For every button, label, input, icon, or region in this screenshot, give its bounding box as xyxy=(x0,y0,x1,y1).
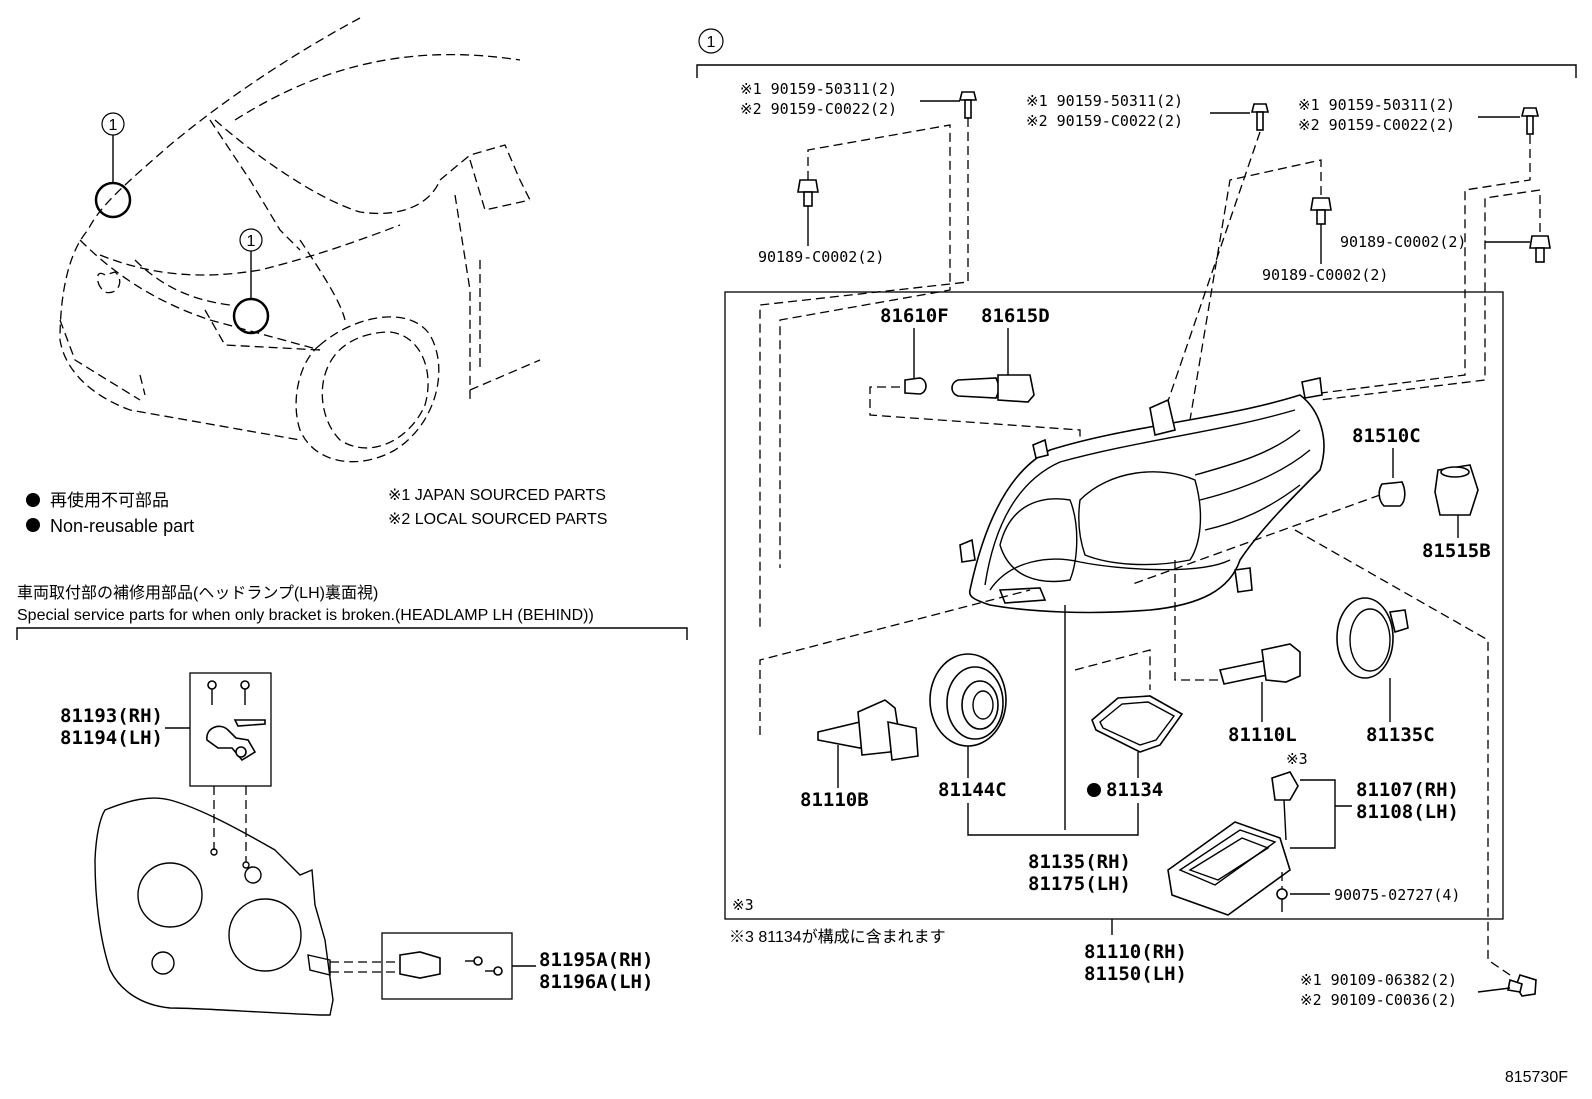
headlamp-rh-circle xyxy=(94,181,132,219)
legend-non-reusable-jp: 再使用不可部品 xyxy=(50,490,169,510)
legend-non-reusable-en: Non-reusable part xyxy=(50,516,194,536)
clip-icon xyxy=(1529,235,1551,263)
headlamp-back-hole xyxy=(137,862,203,928)
part-label-81150: 81150(LH) xyxy=(1084,963,1187,985)
cover-ring-icon xyxy=(929,653,1007,747)
bulb-socket-icon xyxy=(1434,464,1479,516)
headlamp-back-hole xyxy=(244,866,262,884)
part-label-81175: 81175(LH) xyxy=(1028,873,1131,895)
bolt-icon xyxy=(1507,974,1537,997)
part-label-81110B: 81110B xyxy=(800,789,869,811)
halogen-bulb-icon xyxy=(817,699,919,761)
ballast-icon xyxy=(1167,771,1299,916)
non-reusable-bullet xyxy=(26,493,40,507)
part-label-bolt-mid-1: ※1 90159-50311(2) xyxy=(1026,92,1183,110)
headlamp-assembly xyxy=(959,377,1325,830)
part-label-81134: 81134 xyxy=(1106,779,1163,801)
part-label-bolt-left-1: ※1 90159-50311(2) xyxy=(740,80,897,98)
hid-bulb-icon xyxy=(1218,643,1301,685)
part-label-bolt-right-2: ※2 90159-C0022(2) xyxy=(1298,116,1455,134)
non-reusable-bullet xyxy=(26,518,40,532)
part-label-bolt-mid-2: ※2 90159-C0022(2) xyxy=(1026,112,1183,130)
part-label-81144C: 81144C xyxy=(938,779,1007,801)
bracket-clip-icon xyxy=(399,951,503,979)
diagram-id: 815730F xyxy=(1505,1069,1568,1086)
part-label-bolt-right-1: ※1 90159-50311(2) xyxy=(1298,96,1455,114)
legend-note-japan: ※1 JAPAN SOURCED PARTS xyxy=(388,487,606,504)
vehicle-front-illustration: 1 1 xyxy=(59,17,541,463)
assembly-frame xyxy=(724,291,1504,920)
part-label-81610F: 81610F xyxy=(880,305,949,327)
headlamp-lh-circle xyxy=(232,297,270,335)
part-label-81510C: 81510C xyxy=(1352,425,1421,447)
bulb-socket-icon xyxy=(951,374,1035,403)
part-label-81135: 81135(RH) xyxy=(1028,851,1131,873)
part-label-bottom-bolt-1: ※1 90109-06382(2) xyxy=(1300,971,1457,989)
callout-marker xyxy=(239,228,263,252)
part-label-81107: 81107(RH) xyxy=(1356,779,1459,801)
bracket-title-en: Special service parts for when only brac… xyxy=(17,607,594,624)
bracket-section: 車両取付部の補修用部品(ヘッドランプ(LH)裏面視) Special servi… xyxy=(16,583,688,1016)
legend-note-local: ※2 LOCAL SOURCED PARTS xyxy=(388,511,607,528)
legend: 再使用不可部品 Non-reusable part ※1 JAPAN SOURC… xyxy=(26,487,607,536)
bolt-icon xyxy=(1250,103,1270,131)
bolt-icon xyxy=(1520,107,1540,135)
non-reusable-bullet xyxy=(1087,783,1101,797)
clip-icon xyxy=(1310,197,1332,225)
part-label-90075: 90075-02727(4) xyxy=(1334,886,1460,904)
callout-text: 1 xyxy=(707,34,716,51)
part-label-81108: 81108(LH) xyxy=(1356,801,1459,823)
part-label-81194: 81194(LH) xyxy=(60,727,163,749)
headlamp-back-outline xyxy=(94,797,334,1016)
bracket-kit-box xyxy=(189,672,272,787)
headlamp-back-hole xyxy=(228,898,302,972)
part-label-clip-right: 90189-C0002(2) xyxy=(1340,233,1466,251)
part-label-81515B: 81515B xyxy=(1422,540,1491,562)
gasket-icon xyxy=(1091,695,1184,753)
screw-icon xyxy=(1276,888,1288,912)
bolt-icon xyxy=(958,91,978,119)
callout-marker xyxy=(101,112,125,136)
callout-text: 1 xyxy=(247,233,256,250)
wedge-bulb-icon xyxy=(904,377,927,395)
part-label-81135C: 81135C xyxy=(1366,724,1435,746)
headlamp-assembly-section: 1 ※1 90159-50311(2) ※2 90159-C0022(2) 90… xyxy=(696,28,1577,1009)
part-label-clip-left: 90189-C0002(2) xyxy=(758,248,884,266)
part-note-3: ※3 xyxy=(1286,750,1308,768)
cover-ring-icon xyxy=(1336,597,1409,679)
clip-icon xyxy=(797,179,819,207)
part-label-81615D: 81615D xyxy=(981,305,1050,327)
part-label-81196A: 81196A(LH) xyxy=(539,971,653,993)
part-label-81110L: 81110L xyxy=(1228,724,1297,746)
part-note-3: ※3 xyxy=(732,896,754,914)
screw-icon xyxy=(207,680,250,705)
wedge-bulb-icon xyxy=(1378,481,1406,507)
part-label-bottom-bolt-2: ※2 90109-C0036(2) xyxy=(1300,991,1457,1009)
callout-marker xyxy=(698,28,724,54)
bracket-icon xyxy=(206,719,266,762)
part-label-81193: 81193(RH) xyxy=(60,705,163,727)
bracket-title-jp: 車両取付部の補修用部品(ヘッドランプ(LH)裏面視) xyxy=(17,583,378,602)
part-label-clip-mid: 90189-C0002(2) xyxy=(1262,266,1388,284)
footnote-81134-included: ※3 81134が構成に含まれます xyxy=(729,928,946,946)
part-label-bolt-left-2: ※2 90159-C0022(2) xyxy=(740,100,897,118)
part-label-81110: 81110(RH) xyxy=(1084,941,1187,963)
headlamp-back-hole xyxy=(151,951,175,975)
callout-text: 1 xyxy=(109,117,118,134)
part-label-81195A: 81195A(RH) xyxy=(539,949,653,971)
